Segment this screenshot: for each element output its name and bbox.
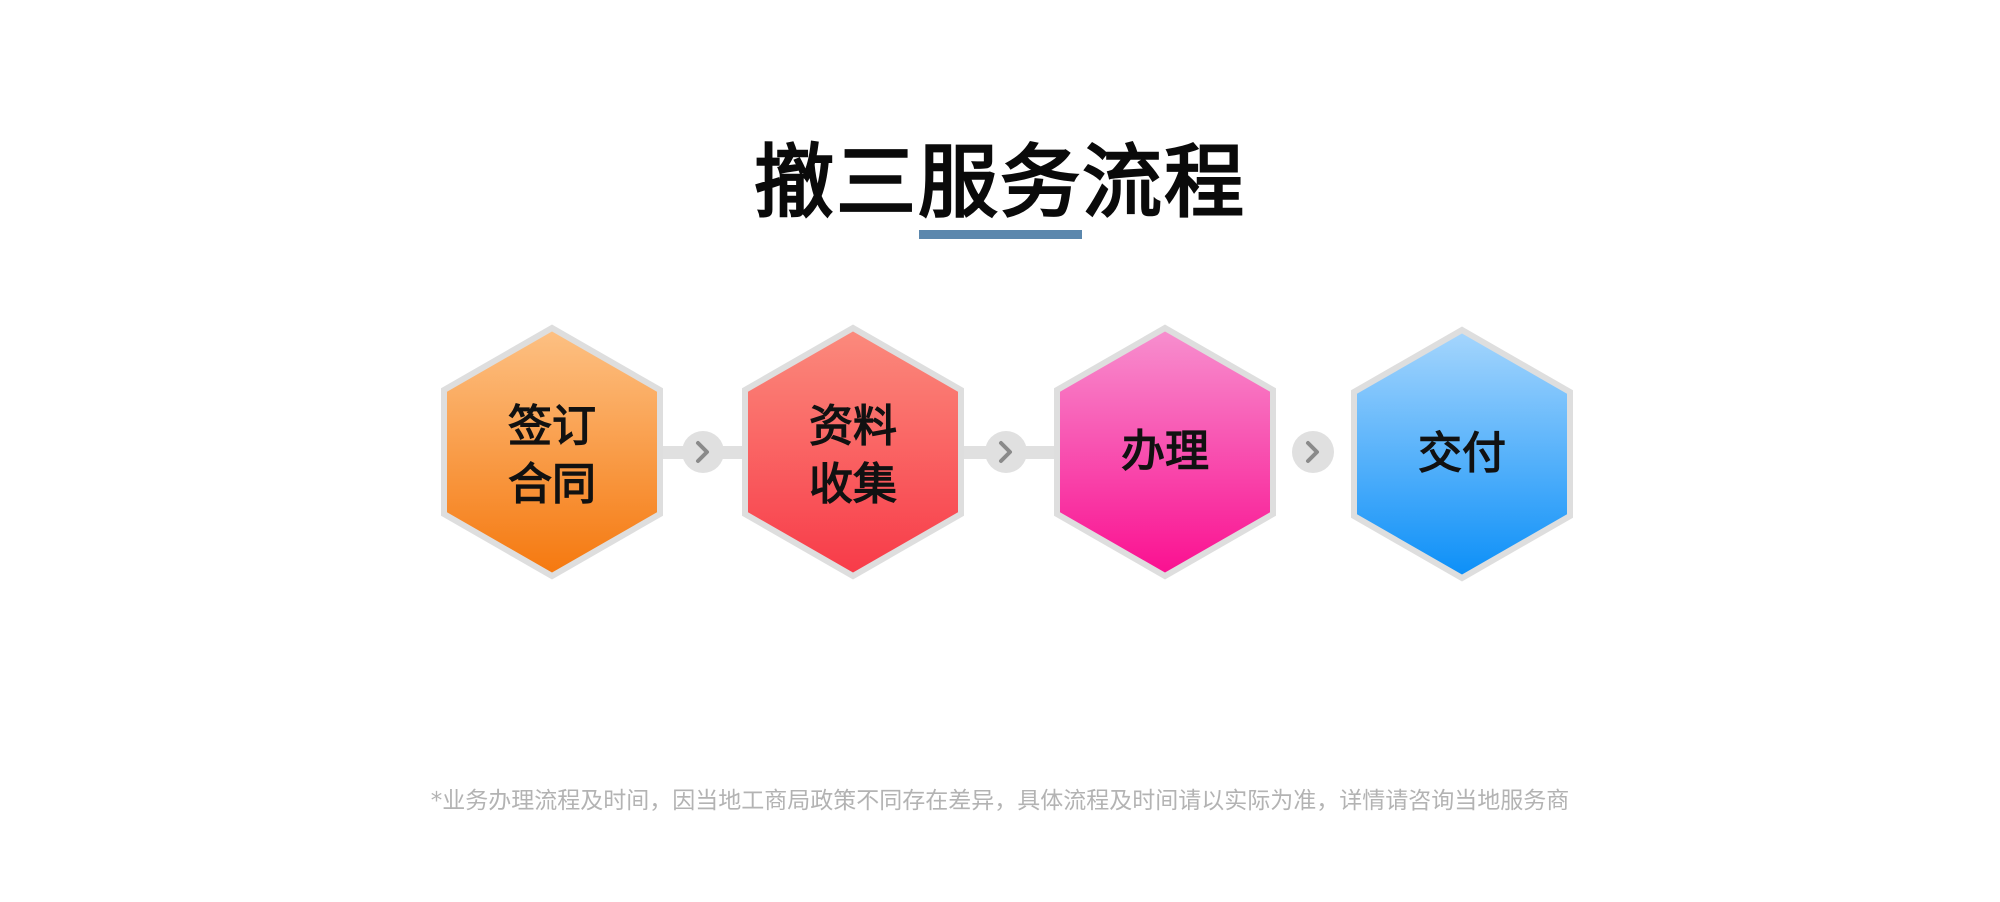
- connector-2: [985, 431, 1027, 473]
- page-title: 撤三服务流程: [754, 136, 1246, 229]
- chevron-right-icon: [1306, 441, 1319, 463]
- title-underline: [919, 230, 1082, 239]
- step-label-sign-contract: 签订 合同: [508, 401, 596, 510]
- chevron-right-icon: [696, 441, 709, 463]
- footnote-disclaimer: *业务办理流程及时间，因当地工商局政策不同存在差异，具体流程及时间请以实际为准，…: [430, 788, 1570, 814]
- hexagon-step-4: [1351, 326, 1573, 582]
- hexagon-step-1: [441, 324, 663, 580]
- connector-3: [1292, 431, 1334, 473]
- hexagon-step-3: [1054, 324, 1276, 580]
- chevron-right-icon: [999, 441, 1012, 463]
- step-label-deliver: 交付: [1418, 428, 1506, 479]
- hexagon-step-2: [742, 324, 964, 580]
- step-label-collect-materials: 资料 收集: [809, 401, 897, 510]
- step-label-process: 办理: [1121, 426, 1209, 477]
- connector-1: [682, 431, 724, 473]
